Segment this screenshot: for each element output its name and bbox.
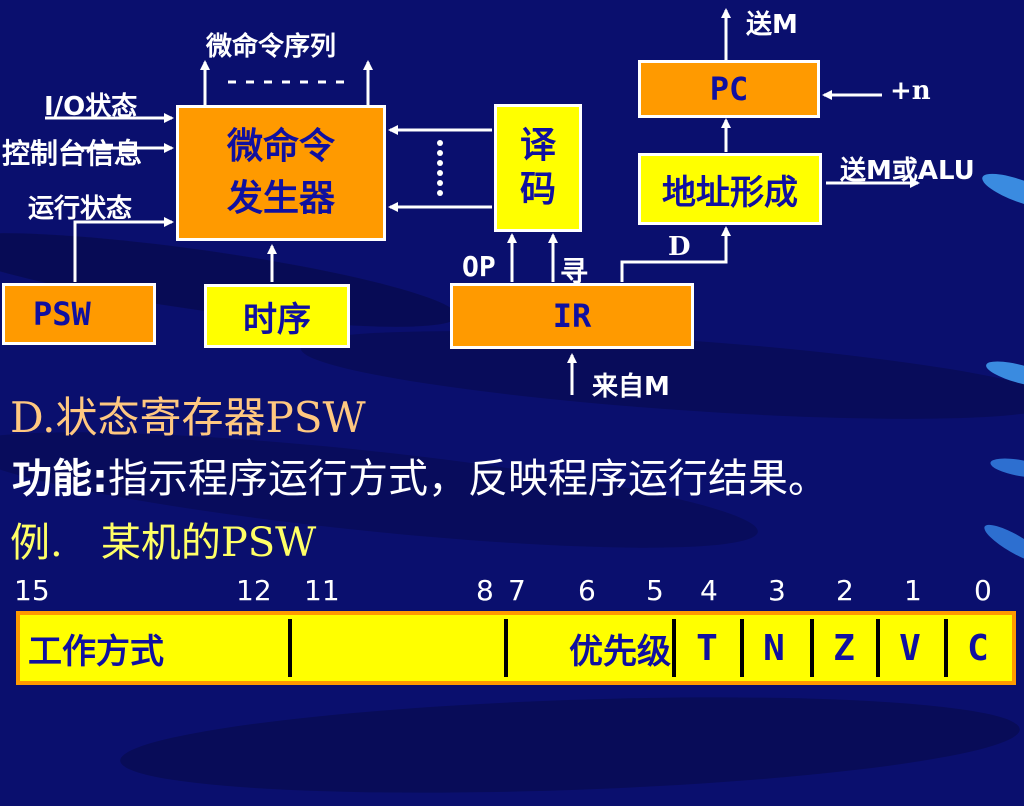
field-n: N — [763, 627, 785, 669]
pc-label: PC — [709, 70, 749, 108]
bit-5: 5 — [646, 574, 664, 607]
field-separator — [740, 619, 744, 677]
address-formation-box: 地址形成 — [638, 153, 822, 225]
generator-line2: 发生器 — [226, 178, 335, 219]
bit-3: 3 — [768, 574, 786, 607]
decode-line1: 译 — [519, 125, 556, 166]
send-m-label: 送M — [746, 10, 798, 40]
field-mode: 工作方式 — [28, 631, 164, 672]
ir-register: IR — [450, 283, 694, 349]
address-formation-label: 地址形成 — [662, 172, 798, 213]
console-info-label: 控制台信息 — [2, 137, 143, 170]
from-m-label: 来自M — [592, 372, 670, 402]
d-label: D — [668, 232, 691, 262]
send-m-alu-label: 送M或ALU — [840, 156, 975, 186]
function-line: 功能:指示程序运行方式，反映程序运行结果。 — [12, 446, 828, 504]
bit-12: 12 — [236, 574, 272, 607]
io-state-label: I/O状态 — [44, 92, 138, 122]
plus-n-label: +n — [890, 76, 931, 106]
generator-line1: 微命令 — [226, 126, 335, 167]
field-priority: 优先级 — [569, 631, 671, 672]
psw-field-table: 工作方式 优先级 T N Z V C — [16, 611, 1016, 685]
d-arrow — [620, 226, 731, 282]
timing-label: 时序 — [243, 299, 311, 340]
example-line: 例. 某机的PSW — [10, 520, 317, 566]
field-separator — [810, 619, 814, 677]
diagram-wires — [45, 8, 920, 395]
bit-6: 6 — [578, 574, 596, 607]
psw-to-generator-arrow — [73, 217, 174, 282]
decoder-box: 译 码 — [494, 104, 582, 232]
op-label: OP — [462, 250, 496, 283]
psw-bit-numbers: 15 12 11 8 7 6 5 4 3 2 1 0 — [0, 574, 1024, 610]
bit-15: 15 — [14, 574, 50, 607]
ir-label: IR — [552, 297, 592, 335]
bit-1: 1 — [904, 574, 922, 607]
bit-4: 4 — [700, 574, 718, 607]
decode-dot-column — [437, 140, 443, 196]
psw-register: PSW — [2, 283, 156, 345]
psw-box-label: PSW — [33, 295, 91, 333]
micro-cmd-seq-label: 微命令序列 — [206, 32, 337, 62]
field-separator — [504, 619, 508, 677]
run-state-label: 运行状态 — [28, 194, 133, 224]
field-separator — [944, 619, 948, 677]
field-separator — [876, 619, 880, 677]
bit-0: 0 — [974, 574, 992, 607]
field-z: Z — [833, 627, 855, 669]
field-c: C — [967, 627, 989, 669]
field-reserved — [292, 615, 502, 681]
pc-register: PC — [638, 60, 820, 118]
addressing-label: 寻 — [560, 255, 589, 288]
bit-11: 11 — [304, 574, 340, 607]
function-label: 功能: — [12, 456, 108, 502]
function-text: 指示程序运行方式，反映程序运行结果。 — [108, 456, 828, 502]
psw-heading: D.状态寄存器PSW — [10, 393, 366, 442]
micro-command-generator: 微命令 发生器 — [176, 105, 386, 241]
bit-7: 7 — [508, 574, 526, 607]
decode-line2: 码 — [519, 169, 556, 210]
timing-box: 时序 — [204, 284, 350, 348]
bit-2: 2 — [836, 574, 854, 607]
field-t: T — [696, 627, 718, 669]
bit-8: 8 — [476, 574, 494, 607]
field-v: V — [899, 627, 921, 669]
field-separator — [288, 619, 292, 677]
field-separator — [672, 619, 676, 677]
